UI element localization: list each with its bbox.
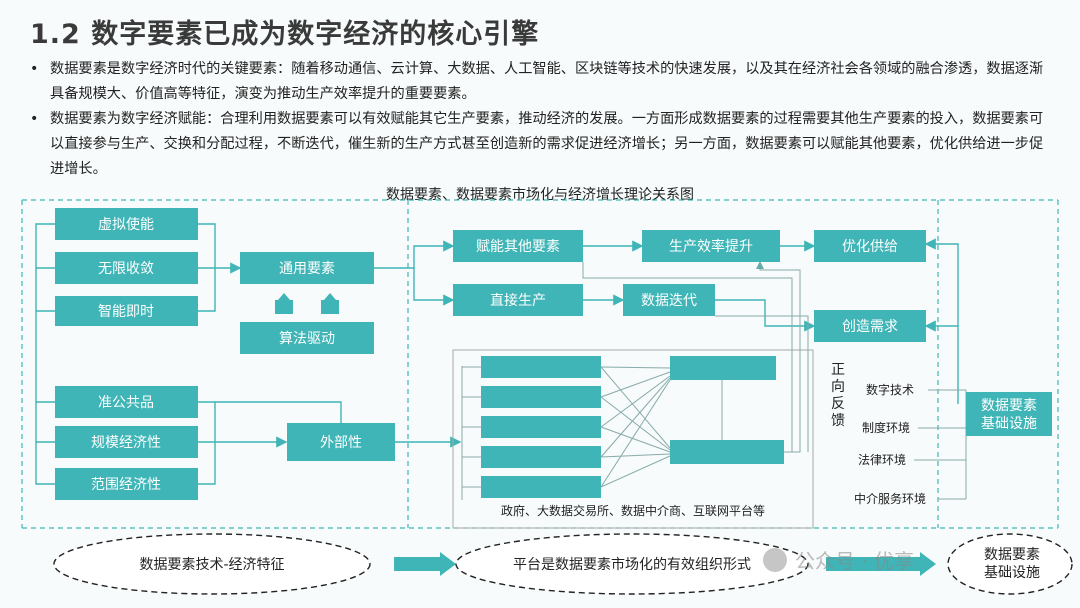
svg-text:数据迭代: 数据迭代 [641,293,697,309]
bullet-item: 数据要素是数字经济时代的关键要素：随着移动通信、云计算、大数据、人工智能、区块链… [30,57,1050,107]
oval-tech-econ [53,533,371,595]
platform-bar [481,356,601,378]
right-arrow-icon [826,552,936,576]
slide-title: 1.2 数字要素已成为数字经济的核心引擎 [30,19,540,50]
svg-text:外部性: 外部性 [320,435,362,451]
svg-text:基础设施: 基础设施 [981,415,1037,432]
infrastructure-box: 数据要素 基础设施 [966,392,1052,436]
env-label: 制度环境 [862,420,910,435]
bullet-item: 数据要素为数字经济赋能：合理利用数据要素可以有效赋能其它生产要素，推动经济的发展… [30,107,1050,182]
box-label: 智能即时 [98,304,154,320]
right-arrow-icon [394,552,456,576]
direct-production-box: 直接生产 [453,284,583,316]
left-feature-box: 规模经济性 [55,426,198,458]
left-feature-box: 智能即时 [55,296,198,326]
svg-text:馈: 馈 [831,413,845,429]
connector-arrow [413,268,455,306]
svg-text:算法驱动: 算法驱动 [279,331,335,347]
diagram-title: 数据要素、数据要素市场化与经济增长理论关系图 [386,187,694,203]
connector-arrow [924,238,959,404]
platform-bar [481,446,601,468]
oval-label: 基础设施 [984,564,1040,581]
up-arrow-icon [275,293,293,314]
empower-box: 赋能其他要素 [453,230,583,262]
env-label: 数字技术 [866,382,914,397]
general-element-box: 通用要素 [240,252,374,284]
algorithm-driven-box: 算法驱动 [240,322,374,354]
oval-platform [455,533,809,595]
svg-text:反: 反 [831,396,845,412]
platform-caption: 政府、大数据交易所、数据中介商、互联网平台等 [501,503,765,518]
platform-bar [481,386,601,408]
connector-line [215,401,342,423]
create-demand-box: 创造需求 [814,310,926,342]
box-label: 范围经济性 [91,476,161,493]
feedback-arrow [756,261,801,453]
svg-text:赋能其他要素: 赋能其他要素 [476,239,560,255]
svg-text:数据要素: 数据要素 [981,398,1037,414]
svg-text:向: 向 [831,379,845,395]
left-feature-box: 准公共品 [55,386,198,418]
left-feature-box: 无限收敛 [55,252,198,284]
platform-frame [452,349,814,529]
svg-text:直接生产: 直接生产 [490,292,546,309]
platform-target-box [670,356,776,380]
env-label: 中介服务环境 [854,491,926,506]
box-label: 虚拟使能 [98,216,154,233]
bracket-line [36,401,55,443]
positive-feedback-label: 正 向 反 馈 [831,362,845,429]
oval-label: 数据要素 [984,547,1040,563]
box-label: 规模经济性 [91,435,161,451]
left-feature-box: 范围经济性 [55,468,198,500]
feedback-line [715,315,809,452]
connector-arrow [374,240,455,269]
svg-text:正: 正 [831,362,845,378]
bullet-list: 数据要素是数字经济时代的关键要素：随着移动通信、云计算、大数据、人工智能、区块链… [30,57,1050,182]
env-label: 法律环境 [858,452,906,467]
svg-text:优化供给: 优化供给 [842,239,898,255]
iteration-box: 数据迭代 [623,284,715,316]
oval-label: 平台是数据要素市场化的有效组织形式 [513,556,751,573]
box-label: 准公共品 [98,395,154,411]
efficiency-box: 生产效率提升 [642,230,780,262]
platform-connectors [461,366,723,500]
svg-text:创造需求: 创造需求 [842,319,898,335]
svg-text:通用要素: 通用要素 [279,261,335,277]
watermark: 公众号 · 优享 [763,548,914,573]
platform-bar [481,416,601,438]
svg-text:生产效率提升: 生产效率提升 [669,238,753,255]
left-feature-box: 虚拟使能 [55,208,198,240]
externality-box: 外部性 [287,423,395,461]
platform-bar [481,476,601,498]
env-connector [914,389,966,500]
oval-label: 数据要素技术-经济特征 [139,557,284,573]
up-arrow-icon [321,293,339,314]
box-label: 无限收敛 [98,261,154,277]
optimize-supply-box: 优化供给 [814,230,926,262]
bracket-line [198,401,216,485]
platform-target-box [670,440,784,464]
connector-arrow [715,299,816,332]
svg-text:公众号 · 优享: 公众号 · 优享 [795,549,914,573]
oval-infrastructure [947,533,1073,595]
bracket-line [35,311,55,485]
feedback-line [582,262,793,452]
